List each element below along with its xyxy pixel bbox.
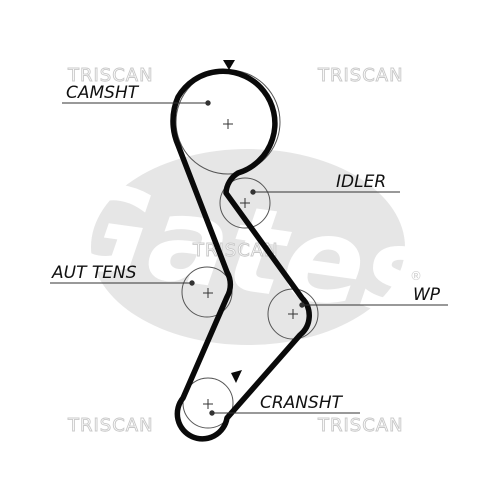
triangle-arrow-icon xyxy=(223,60,235,70)
idler-pulley xyxy=(219,177,271,229)
plus-icon xyxy=(240,198,250,208)
water-pump-label: WP xyxy=(413,285,441,305)
crankshaft-label: CRANSHT xyxy=(260,393,344,413)
watermark-top-left: TRISCAN xyxy=(67,65,154,86)
leader-lines xyxy=(50,100,448,416)
pulley-centers xyxy=(203,119,298,409)
idler-label: IDLER xyxy=(336,172,386,192)
watermark-bottom-right: TRISCAN xyxy=(317,415,404,436)
plus-icon xyxy=(288,309,298,319)
component-labels: CAMSHT IDLER AUT TENS WP CRANSHT xyxy=(51,83,441,413)
watermarks: TRISCAN TRISCAN TRISCAN TRISCAN TRISCAN xyxy=(67,65,404,437)
triangle-arrow-icon xyxy=(231,370,242,383)
logo-oval xyxy=(91,149,405,345)
camshaft-label: CAMSHT xyxy=(66,83,140,103)
logo-trademark: ® xyxy=(410,269,422,283)
watermark-bottom-left: TRISCAN xyxy=(67,415,154,436)
tensioner-label: AUT TENS xyxy=(51,263,137,283)
watermark-top-right: TRISCAN xyxy=(317,65,404,86)
crankshaft-pulley xyxy=(182,377,234,429)
plus-icon xyxy=(203,399,213,409)
plus-icon xyxy=(223,119,233,129)
timing-belt xyxy=(170,68,312,442)
plus-icon xyxy=(203,288,213,298)
watermark-center: TRISCAN xyxy=(192,240,279,261)
